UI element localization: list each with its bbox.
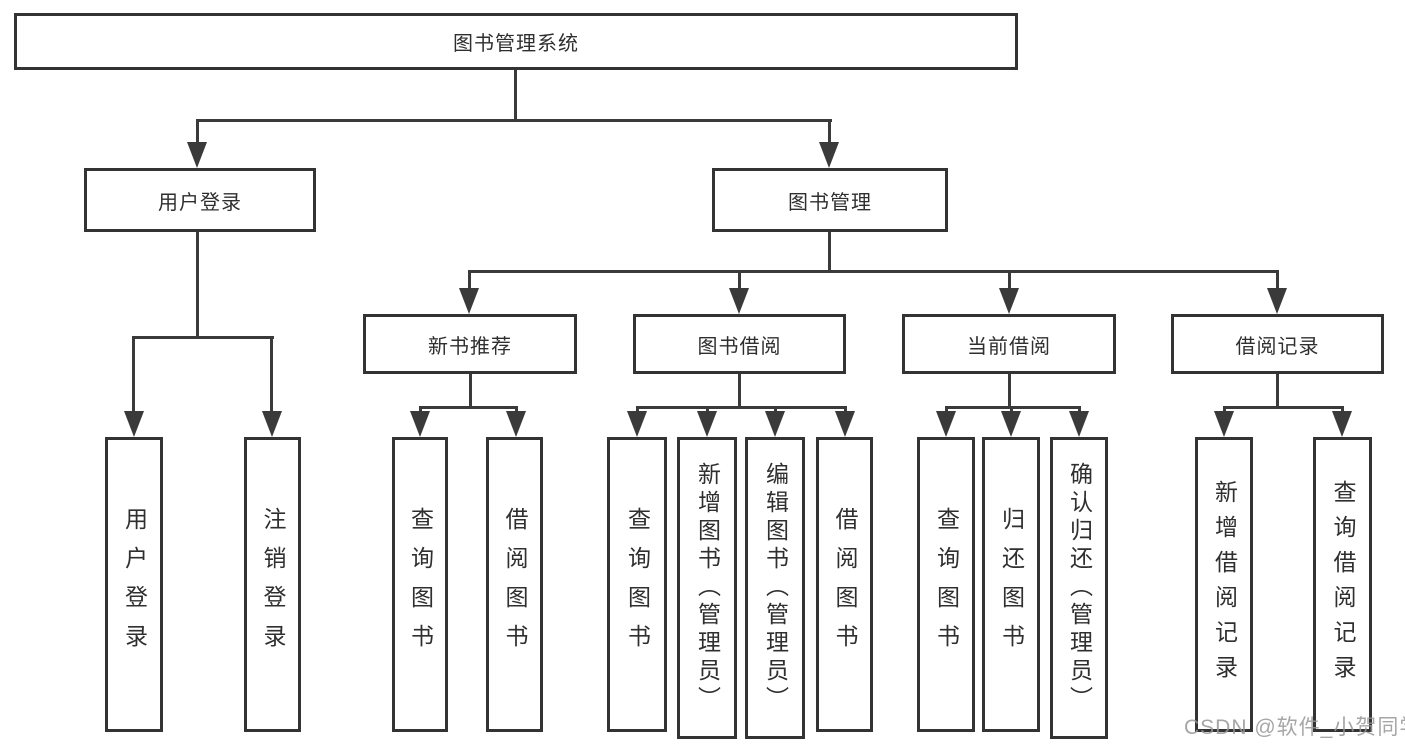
leaf-add-books-admin-label: 新增图书（管理员） bbox=[694, 462, 721, 714]
arrow-down-icon bbox=[459, 288, 479, 314]
node-library-system-label: 图书管理系统 bbox=[453, 33, 579, 55]
connector-line bbox=[419, 406, 518, 409]
node-book-borrowing-label: 图书借阅 bbox=[697, 335, 782, 358]
arrow-down-icon bbox=[1332, 411, 1352, 437]
leaf-borrowing-borrow-books-label: 借阅图书 bbox=[832, 506, 858, 663]
node-book-management-label: 图书管理 bbox=[788, 191, 872, 214]
node-user-login: 用户登录 bbox=[84, 168, 316, 232]
leaf-add-books-admin: 新增图书（管理员） bbox=[677, 437, 737, 739]
arrow-down-icon bbox=[936, 411, 956, 437]
node-book-borrowing: 图书借阅 bbox=[633, 314, 846, 374]
node-new-book-recommend: 新书推荐 bbox=[363, 314, 577, 374]
connector-line bbox=[774, 406, 777, 414]
leaf-recommend-borrow-books: 借阅图书 bbox=[486, 437, 543, 732]
connector-line bbox=[196, 119, 199, 145]
leaf-edit-books-admin-label: 编辑图书（管理员） bbox=[762, 462, 789, 714]
leaf-borrowing-query-books-label: 查询图书 bbox=[624, 506, 651, 663]
node-borrowing-records: 借阅记录 bbox=[1171, 314, 1384, 374]
arrow-down-icon bbox=[999, 288, 1019, 314]
connector-line bbox=[738, 270, 741, 290]
connector-line bbox=[945, 406, 948, 414]
connector-line bbox=[419, 406, 422, 414]
node-library-system: 图书管理系统 bbox=[14, 13, 1018, 70]
arrow-down-icon bbox=[627, 411, 647, 437]
arrow-down-icon bbox=[1214, 411, 1234, 437]
leaf-query-borrow-record-label: 查询借阅记录 bbox=[1330, 479, 1356, 690]
connector-line bbox=[706, 406, 709, 414]
node-user-login-label: 用户登录 bbox=[158, 191, 242, 214]
leaf-add-borrow-record: 新增借阅记录 bbox=[1195, 437, 1253, 732]
connector-line bbox=[1010, 406, 1013, 414]
leaf-recommend-borrow-books-label: 借阅图书 bbox=[502, 506, 528, 663]
node-current-borrowing-label: 当前借阅 bbox=[967, 335, 1051, 358]
leaf-logout-label: 注销登录 bbox=[260, 506, 286, 663]
leaf-recommend-query-books: 查询图书 bbox=[392, 437, 448, 732]
connector-line bbox=[636, 406, 847, 409]
connector-line bbox=[469, 374, 472, 406]
node-new-book-recommend-label: 新书推荐 bbox=[428, 335, 512, 358]
arrow-down-icon bbox=[410, 411, 430, 437]
leaf-recommend-query-books-label: 查询图书 bbox=[407, 506, 434, 663]
leaf-return-books-label: 归还图书 bbox=[998, 506, 1025, 663]
arrow-down-icon bbox=[187, 142, 207, 168]
arrow-down-icon bbox=[697, 411, 717, 437]
connector-line bbox=[738, 374, 741, 406]
connector-line bbox=[1008, 270, 1011, 290]
watermark: CSDN @软件_小贺同学 bbox=[1184, 716, 1405, 739]
leaf-query-borrow-record: 查询借阅记录 bbox=[1313, 437, 1372, 732]
leaf-user-login-label: 用户登录 bbox=[121, 506, 148, 663]
connector-line bbox=[1276, 270, 1279, 290]
connector-line bbox=[1008, 374, 1011, 406]
connector-line bbox=[1223, 406, 1226, 414]
connector-line bbox=[468, 270, 471, 290]
connector-line bbox=[828, 232, 831, 270]
arrow-down-icon bbox=[835, 411, 855, 437]
arrow-down-icon bbox=[729, 288, 749, 314]
connector-line bbox=[1276, 374, 1279, 406]
connector-line bbox=[196, 232, 199, 336]
arrow-down-icon bbox=[765, 411, 785, 437]
connector-line bbox=[514, 70, 517, 120]
leaf-current-query-books: 查询图书 bbox=[917, 437, 975, 732]
leaf-user-login: 用户登录 bbox=[105, 437, 163, 732]
connector-line bbox=[1341, 406, 1344, 414]
connector-line bbox=[468, 270, 1279, 273]
arrow-down-icon bbox=[262, 411, 282, 437]
connector-line bbox=[844, 406, 847, 414]
connector-line bbox=[270, 336, 273, 412]
connector-line bbox=[1223, 406, 1344, 409]
arrow-down-icon bbox=[506, 411, 526, 437]
arrow-down-icon bbox=[1069, 411, 1089, 437]
leaf-return-books: 归还图书 bbox=[982, 437, 1040, 732]
arrow-down-icon bbox=[1267, 288, 1287, 314]
leaf-borrowing-query-books: 查询图书 bbox=[607, 437, 667, 732]
node-book-management: 图书管理 bbox=[712, 168, 948, 232]
leaf-borrowing-borrow-books: 借阅图书 bbox=[816, 437, 873, 732]
leaf-confirm-return-admin-label: 确认归还（管理员） bbox=[1066, 462, 1093, 714]
connector-line bbox=[828, 119, 831, 145]
leaf-add-borrow-record-label: 新增借阅记录 bbox=[1211, 479, 1238, 690]
connector-line bbox=[945, 406, 1081, 409]
leaf-logout: 注销登录 bbox=[244, 437, 301, 732]
connector-line bbox=[196, 119, 832, 122]
arrow-down-icon bbox=[819, 142, 839, 168]
leaf-edit-books-admin: 编辑图书（管理员） bbox=[745, 437, 805, 739]
connector-line bbox=[515, 406, 518, 414]
connector-line bbox=[132, 336, 135, 412]
arrow-down-icon bbox=[124, 411, 144, 437]
connector-line bbox=[636, 406, 639, 414]
leaf-confirm-return-admin: 确认归还（管理员） bbox=[1050, 437, 1108, 739]
connector-line bbox=[1078, 406, 1081, 414]
node-borrowing-records-label: 借阅记录 bbox=[1235, 335, 1320, 358]
node-current-borrowing: 当前借阅 bbox=[902, 314, 1116, 374]
connector-line bbox=[132, 336, 274, 339]
leaf-current-query-books-label: 查询图书 bbox=[933, 506, 960, 663]
arrow-down-icon bbox=[1001, 411, 1021, 437]
